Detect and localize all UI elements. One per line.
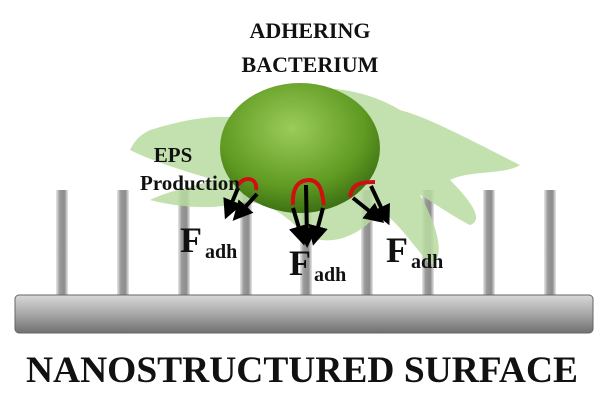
adhesin bbox=[290, 177, 326, 206]
arrow bbox=[296, 184, 317, 248]
nanopillar bbox=[544, 190, 556, 298]
svg-text:adh: adh bbox=[314, 264, 346, 286]
eps-label-line1: EPS bbox=[154, 143, 193, 167]
force-arrows bbox=[223, 184, 390, 248]
svg-text:F: F bbox=[386, 230, 408, 270]
title-line1: ADHERING bbox=[249, 18, 370, 43]
arrow bbox=[308, 207, 328, 246]
nanopillar bbox=[178, 190, 190, 298]
force-label: F adh bbox=[386, 230, 443, 273]
substrate-base bbox=[14, 294, 594, 334]
adhesins bbox=[236, 177, 376, 206]
svg-text:F: F bbox=[289, 243, 311, 283]
force-label: F adh bbox=[180, 220, 237, 263]
force-label: F adh bbox=[289, 243, 346, 286]
eps-label-line2: Production bbox=[140, 171, 240, 195]
bacterium bbox=[220, 83, 380, 213]
arrow bbox=[369, 185, 390, 226]
svg-text:adh: adh bbox=[205, 241, 237, 263]
nanopillar bbox=[56, 190, 68, 298]
svg-text:F: F bbox=[180, 220, 202, 260]
surface-label: NANOSTRUCTURED SURFACE bbox=[26, 350, 578, 391]
arrow bbox=[232, 192, 259, 221]
nanopillar bbox=[117, 190, 129, 298]
adhesin bbox=[236, 177, 259, 191]
adhesin bbox=[348, 180, 376, 198]
nanopillar bbox=[483, 190, 495, 298]
svg-text:adh: adh bbox=[411, 251, 443, 273]
title-line2: BACTERIUM bbox=[242, 52, 379, 77]
